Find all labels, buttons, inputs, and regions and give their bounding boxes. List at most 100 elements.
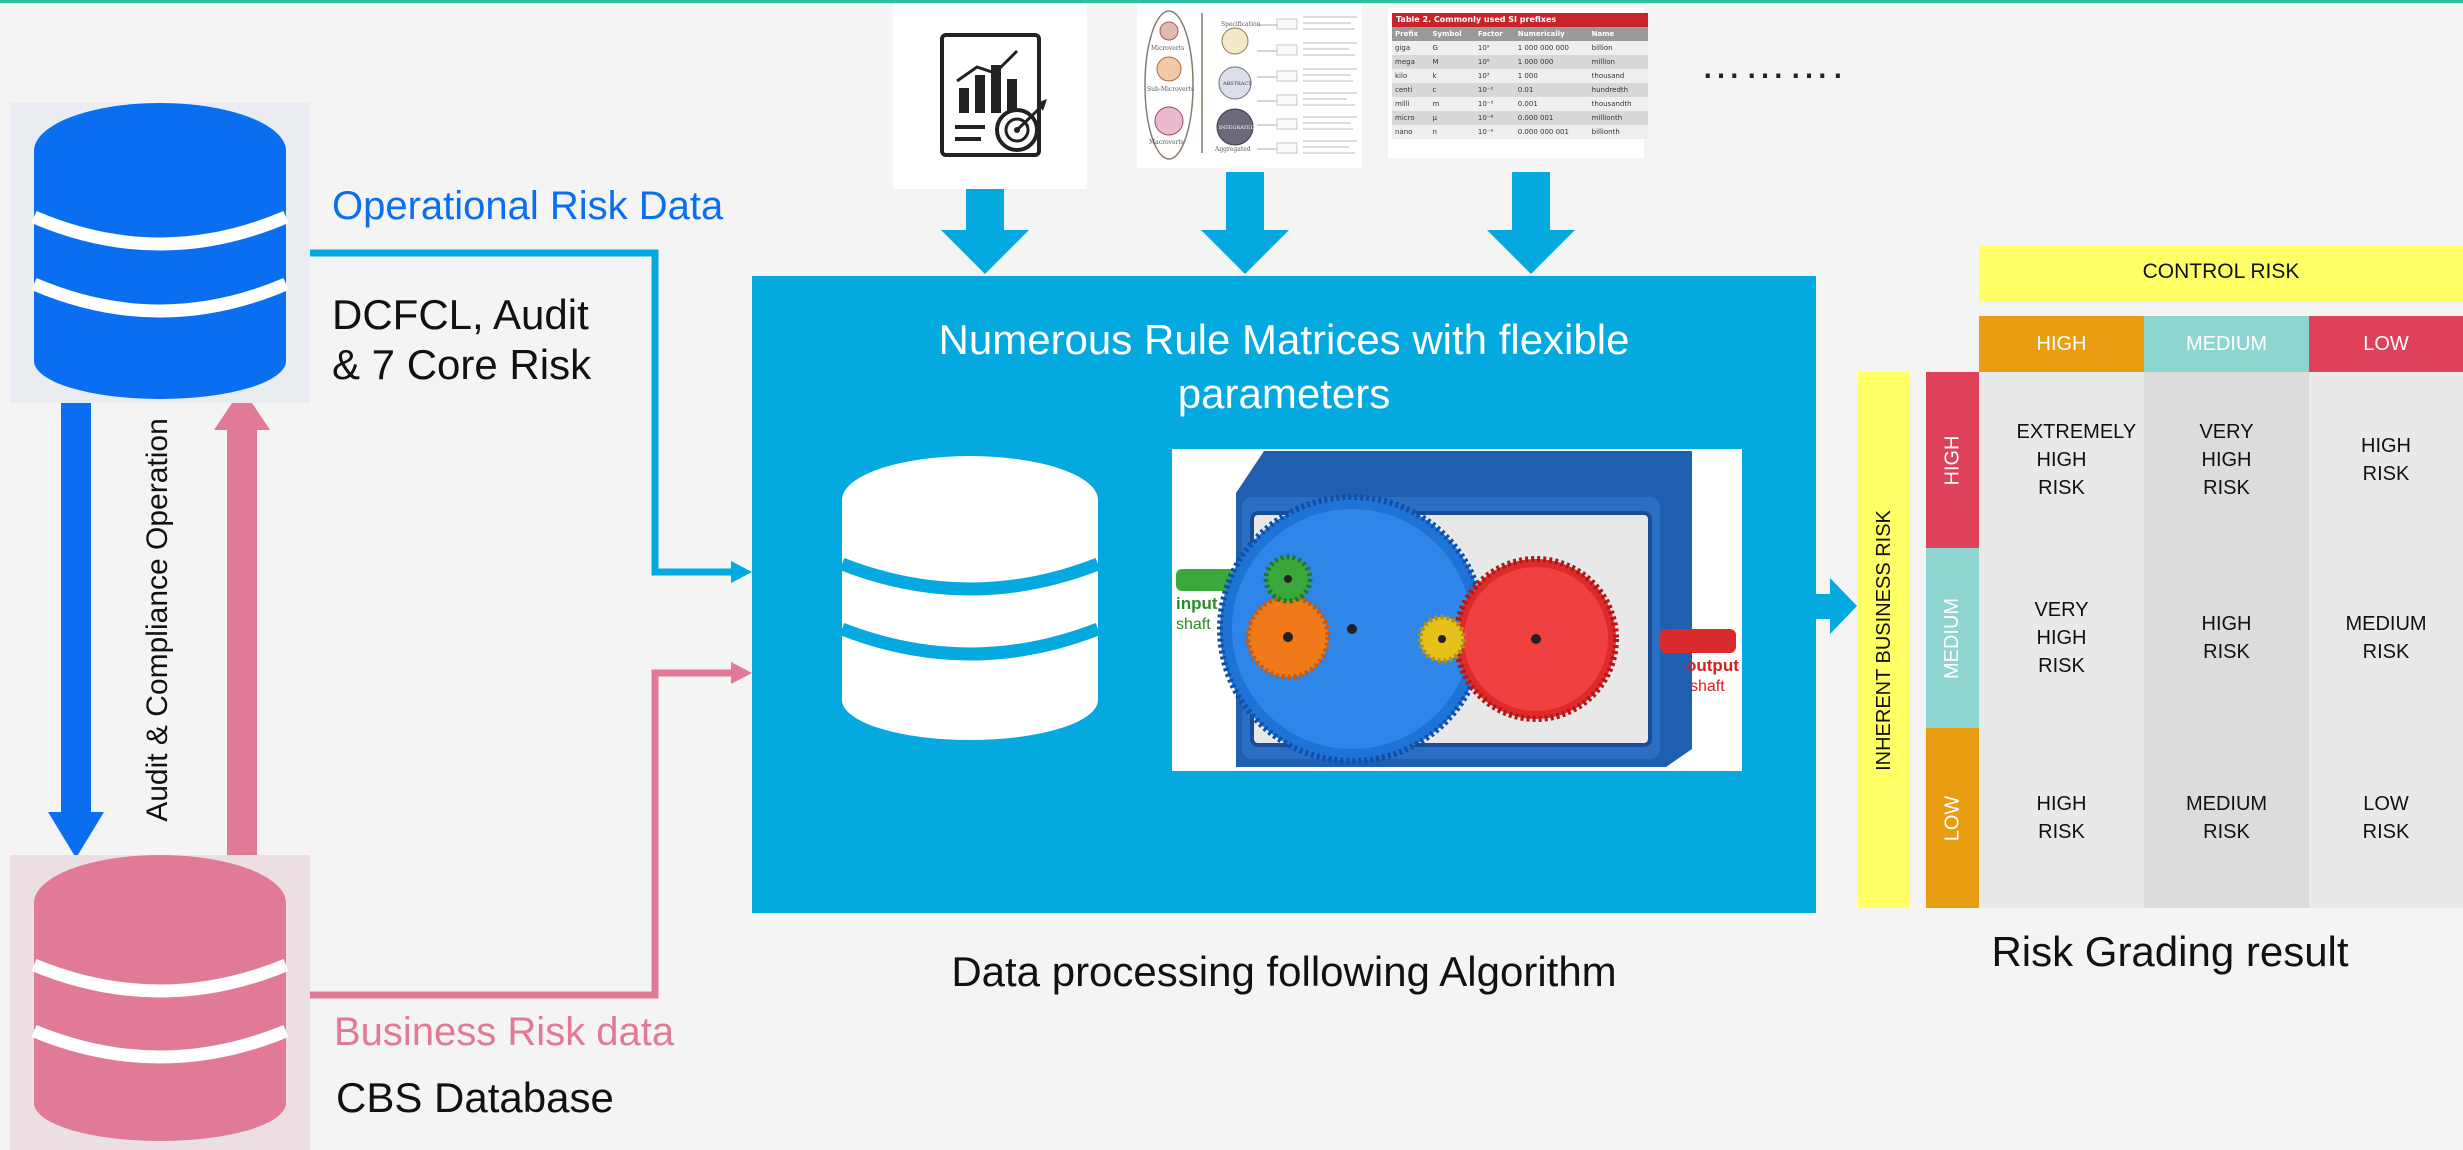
operational-connector (310, 249, 735, 576)
input-arrow-3-shaft (1512, 172, 1550, 234)
business-database-icon (10, 855, 310, 1150)
operational-risk-title: Operational Risk Data (332, 184, 724, 228)
si-table-cell: thousand (1591, 72, 1625, 80)
operational-database-icon (10, 103, 310, 403)
si-table-cell: nano (1395, 128, 1413, 136)
gear-input-label: input (1176, 594, 1218, 613)
inherent-risk-label: INHERENT BUSINESS RISK (1872, 509, 1895, 771)
si-table-cell: 0.01 (1517, 86, 1534, 94)
business-arrow-head (731, 662, 752, 684)
more-inputs-ellipsis: ………. (1700, 40, 1846, 87)
control-risk-header: CONTROL RISK (1979, 246, 2463, 302)
si-table-cell: 0.001 (1517, 100, 1538, 108)
audit-compliance-text: Audit & Compliance Operation (141, 418, 174, 822)
output-arrow-shaft (1816, 594, 1834, 619)
inherent-risk-row-high: HIGH (1941, 435, 1963, 485)
input-arrow-2-head (1201, 230, 1289, 274)
control-risk-col-medium: MEDIUM (2144, 316, 2309, 372)
si-table-caption: Table 2. Commonly used SI prefixes (1392, 13, 1648, 27)
audit-compliance-label: Audit & Compliance Operation (126, 370, 190, 870)
si-table-cell: billion (1591, 44, 1613, 52)
risk-cell: MEDIUM RISK (2309, 548, 2463, 728)
control-risk-col-low: LOW (2309, 316, 2463, 372)
input-arrow-3-head (1487, 230, 1575, 274)
risk-cell: LOW RISK (2309, 728, 2463, 908)
operational-arrow-head (731, 561, 752, 583)
si-table-cell: 10⁻³ (1477, 100, 1494, 108)
framework-diagram-graphic: Microverts Sub-Microverts Macroverts Agg… (1144, 10, 1357, 160)
risk-cell: MEDIUM RISK (2144, 728, 2309, 908)
risk-cell-text: HIGH RISK (2036, 793, 2087, 843)
si-table-cell: n (1432, 128, 1437, 136)
thumb-label-macroverts: Macroverts (1149, 139, 1184, 146)
thumb-label-integrated: INTEGRATED OBS (1219, 125, 1268, 131)
gearbox-graphic: input shaft output shaft (1176, 451, 1739, 767)
si-table-cell: kilo (1395, 72, 1408, 80)
report-target-icon (940, 33, 1047, 157)
si-table-header-cell: Name (1588, 27, 1648, 41)
gear-output-label: output (1686, 656, 1739, 675)
business-risk-title: Business Risk data (334, 1010, 675, 1054)
risk-cell: EXTREMELY HIGH RISK (1979, 372, 2144, 548)
down-arrow-shaft (61, 360, 91, 815)
si-table-cell: giga (1395, 44, 1411, 52)
risk-cell-text: HIGH RISK (2201, 613, 2252, 663)
risk-cell-text: MEDIUM RISK (2345, 613, 2427, 663)
thumb-label-submicroverts: Sub-Microverts (1147, 86, 1194, 93)
business-risk-sub: CBS Database (336, 1074, 614, 1121)
inherent-risk-label-wrap: INHERENT BUSINESS RISK (1858, 372, 1910, 908)
input-arrow-1-head (941, 230, 1029, 274)
risk-grading-caption: Risk Grading result (1991, 928, 2349, 975)
operational-risk-sub-1: DCFCL, Audit (332, 291, 589, 338)
si-table-cell: mega (1395, 58, 1415, 66)
thumb-label-aggregated: Aggregated (1214, 146, 1251, 153)
risk-cell: VERY HIGH RISK (1979, 548, 2144, 728)
si-table-header-cell: Factor (1474, 27, 1515, 41)
si-table-cell: 0.000 001 (1517, 114, 1554, 122)
risk-cell-text: VERY HIGH RISK (2199, 421, 2254, 499)
si-table-cell: 10⁶ (1477, 58, 1490, 66)
down-arrow-head (48, 812, 104, 858)
si-table-cell: 10⁻⁹ (1477, 128, 1494, 136)
processing-title-line2: parameters (1177, 370, 1391, 417)
risk-cell: HIGH RISK (2144, 548, 2309, 728)
business-connector (310, 669, 735, 999)
output-arrow-head (1830, 578, 1857, 634)
inherent-risk-row-low-wrap: LOW (1926, 728, 1979, 908)
thumb-label-specification: Specification (1221, 21, 1261, 28)
si-table-row: giga G 10⁹ 1 000 000 000 billion (1392, 41, 1648, 55)
si-table-cell: 10⁹ (1477, 44, 1490, 52)
si-table-row: kilo k 10³ 1 000 thousand (1392, 69, 1648, 83)
si-table-cell: 1 000 (1517, 72, 1538, 80)
control-risk-col-high: HIGH (1979, 316, 2144, 372)
inherent-risk-row-medium: MEDIUM (1941, 597, 1964, 679)
gearbox-panel: input shaft output shaft (1172, 449, 1742, 771)
si-table-cell: 1 000 000 000 (1517, 44, 1569, 52)
si-table-cell: c (1432, 86, 1437, 94)
si-table-cell: 10³ (1477, 72, 1490, 80)
up-arrow-shaft (227, 425, 257, 870)
si-table-cell: millionth (1591, 114, 1623, 122)
risk-cell-text: HIGH RISK (2361, 435, 2411, 485)
si-prefix-table-thumbnail: Table 2. Commonly used SI prefixes Prefi… (1388, 8, 1648, 158)
si-table-cell: million (1591, 58, 1615, 66)
si-table-cell: G (1432, 44, 1438, 52)
risk-cell: VERY HIGH RISK (2144, 372, 2309, 548)
si-table-header-cell: Symbol (1429, 27, 1475, 41)
risk-cell-text: EXTREMELY HIGH RISK (2016, 421, 2137, 499)
si-table-cell: k (1432, 72, 1437, 80)
risk-cell-text: MEDIUM RISK (2185, 793, 2268, 843)
inherent-risk-row-medium-wrap: MEDIUM (1926, 548, 1979, 728)
framework-diagram-thumbnail: Microverts Sub-Microverts Macroverts Agg… (1137, 3, 1362, 168)
top-accent-line (0, 0, 2463, 3)
risk-cell: HIGH RISK (1979, 728, 2144, 908)
processing-box: Numerous Rule Matrices with flexible par… (752, 276, 1816, 913)
si-table-cell: hundredth (1591, 86, 1629, 94)
